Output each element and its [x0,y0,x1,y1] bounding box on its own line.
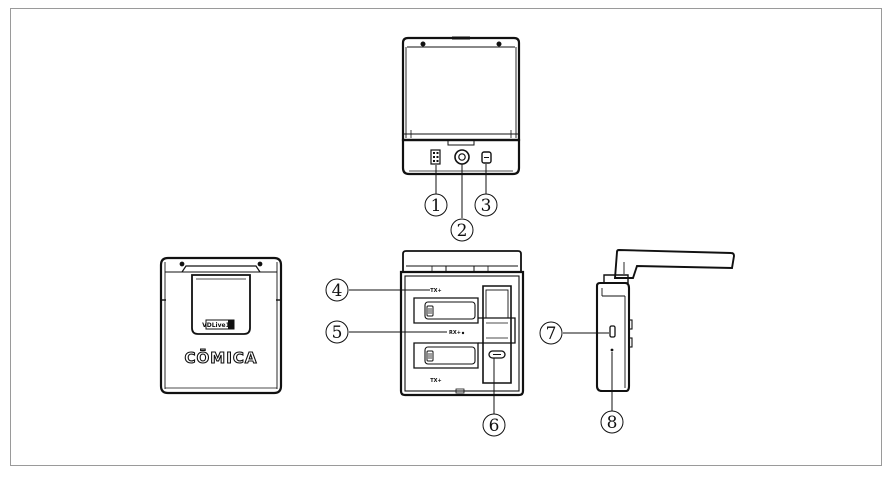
tx-marking-bottom: TX+ [430,378,441,384]
indicator-light [610,348,614,352]
tx-marking-top: TX+ [430,288,441,294]
callout-circles-right [539,321,624,434]
power-switch [609,325,616,338]
case-open-inner-view [399,250,525,397]
rx-marking: RX+ [449,330,461,336]
case-closed-front-view [159,256,283,395]
callout-2: 2 [457,221,468,241]
callout-8: 8 [607,413,618,433]
callout-circles-top [424,193,498,242]
callout-4: 4 [332,281,343,301]
callout-circles-center [325,278,506,437]
callout-3: 3 [481,196,492,216]
model-badge: VDLive10 [202,322,234,329]
usb-c-port [481,151,492,164]
callout-1: 1 [431,196,442,216]
case-side-profile-view [595,249,735,393]
callout-5: 5 [332,323,343,343]
callout-6: 6 [489,416,500,436]
brand-logo: CŌMICA [185,347,258,367]
callout-7: 7 [546,324,557,344]
receiver-usb-c-port [488,350,506,359]
pogo-pin-connector [430,149,441,165]
diagram-frame [10,8,882,466]
callout-leaders-top [435,164,487,218]
case-open-bottom-view [401,36,521,176]
cold-shoe-socket [454,149,470,165]
callout-leaders-right [563,332,613,411]
callout-leaders-center [349,289,495,414]
